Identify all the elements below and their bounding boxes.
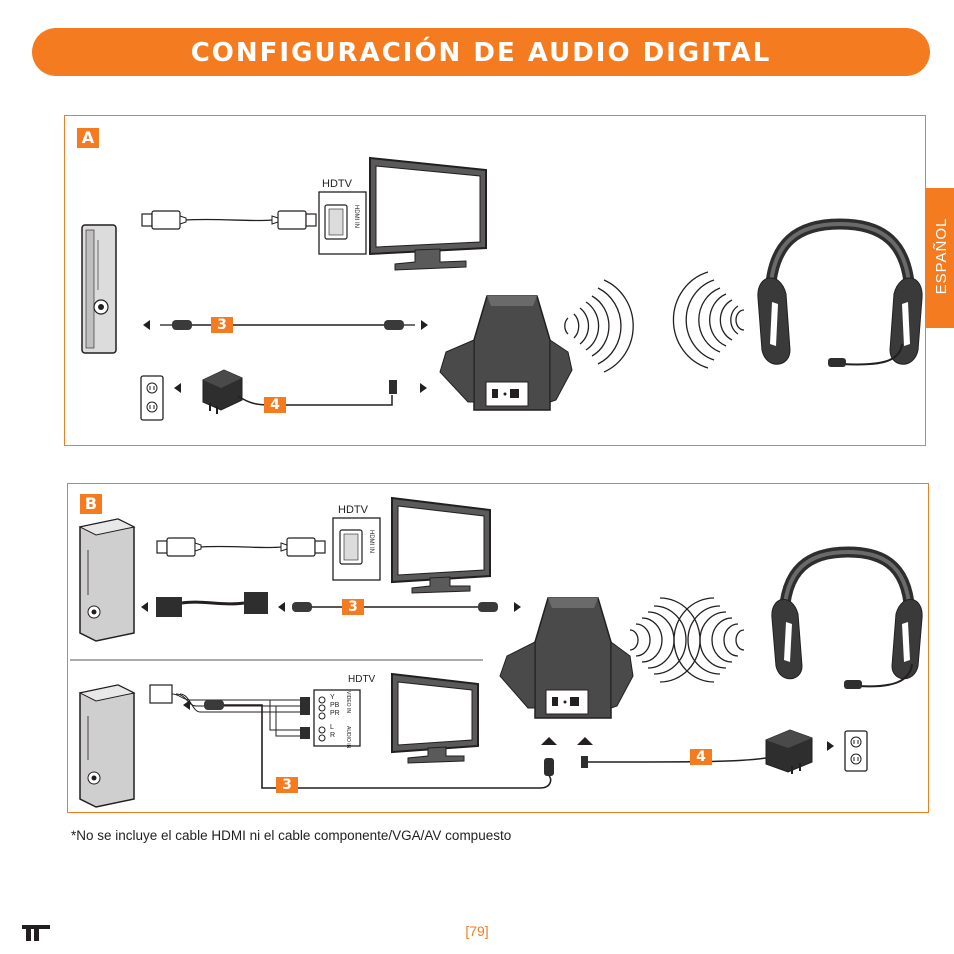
console-icon xyxy=(81,224,117,354)
hdmi-port-panel xyxy=(332,517,381,581)
panel-b: B xyxy=(67,483,929,813)
arrow-icon xyxy=(577,737,593,745)
optical-cable xyxy=(141,592,521,617)
tv-icon xyxy=(369,156,487,271)
hdtv-label: HDTV xyxy=(322,178,352,190)
panel-a: A xyxy=(64,115,926,446)
page-title: CONFIGURACIÓN DE AUDIO DIGITAL xyxy=(190,38,772,68)
hdmi-port-label: HDMI IN xyxy=(353,205,359,228)
title-bar: CONFIGURACIÓN DE AUDIO DIGITAL xyxy=(32,28,930,76)
optical-plug-icon xyxy=(204,700,224,710)
hdmi-plug-icon xyxy=(141,210,317,230)
console-icon xyxy=(78,518,136,642)
audio-in-label: AUDIO IN xyxy=(345,726,351,749)
step-badge: 3 xyxy=(211,317,233,333)
power-adapter-icon xyxy=(765,729,813,774)
headset-icon xyxy=(757,218,923,367)
panel-a-label: A xyxy=(77,128,99,148)
hdmi-plug-icon xyxy=(156,537,326,557)
wireless-waves-icon xyxy=(629,597,745,683)
brand-logo-icon xyxy=(22,925,50,941)
transmitter-icon xyxy=(439,295,573,411)
console-icon xyxy=(78,684,136,808)
wall-outlet-icon xyxy=(140,375,164,421)
hdmi-port-label: HDMI IN xyxy=(368,530,374,553)
headset-icon xyxy=(771,546,923,689)
wireless-waves-icon xyxy=(564,271,745,373)
video-in-label: VIDEO IN xyxy=(345,691,351,713)
transmitter-icon xyxy=(499,597,634,719)
tv-icon xyxy=(391,496,491,594)
language-tab: ESPAÑOL xyxy=(925,188,954,328)
power-adapter-icon xyxy=(202,369,397,414)
hdtv-label: HDTV xyxy=(348,674,376,685)
optical-cable xyxy=(143,320,428,330)
hdmi-port-panel xyxy=(318,191,367,255)
step-badge: 4 xyxy=(264,397,286,413)
step-badge: 3 xyxy=(276,777,298,793)
component-labels: Y PB PR L R xyxy=(330,694,340,739)
hdtv-label: HDTV xyxy=(338,504,368,516)
arrow-icon xyxy=(541,737,557,745)
panel-b-label: B xyxy=(80,494,102,514)
footnote: *No se incluye el cable HDMI ni el cable… xyxy=(71,828,512,843)
tv-icon xyxy=(391,672,479,764)
step-badge: 3 xyxy=(342,599,364,615)
optical-plug-icon xyxy=(544,758,554,776)
step-badge: 4 xyxy=(690,749,712,765)
wall-outlet-icon xyxy=(844,730,868,772)
page-number: [79] xyxy=(465,923,489,939)
